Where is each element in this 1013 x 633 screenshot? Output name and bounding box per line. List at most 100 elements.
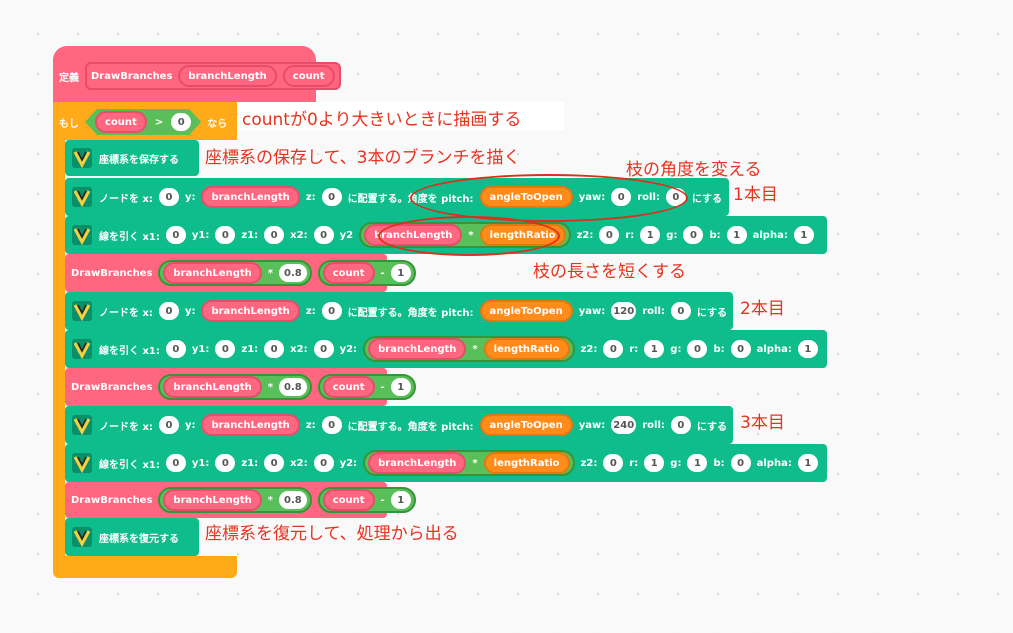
node-block-3[interactable]: ノードを x: 0 y: branchLength z: 0 に配置する。角度を… <box>65 406 733 444</box>
annotation-if-note: countが0より大きいときに描画する <box>242 110 522 130</box>
y-label: y: <box>184 419 196 431</box>
param-branchLength[interactable]: branchLength <box>178 65 277 87</box>
angleToOpen-variable[interactable]: angleToOpen <box>479 300 573 322</box>
z1-label: z1: <box>241 229 259 241</box>
node-block-2[interactable]: ノードを x: 0 y: branchLength z: 0 に配置する。角度を… <box>65 292 733 330</box>
x2-input[interactable]: 0 <box>313 340 334 358</box>
decrement-input[interactable]: 1 <box>390 491 411 509</box>
multiply-operator[interactable]: branchLength * 0.8 <box>158 374 312 400</box>
roll-input[interactable]: 0 <box>670 416 691 434</box>
g-input[interactable]: 1 <box>687 454 708 472</box>
z-input[interactable]: 0 <box>321 188 342 206</box>
b-input[interactable]: 1 <box>726 226 747 244</box>
annotation-bg <box>238 102 564 130</box>
line-block-2[interactable]: 線を引く x1: 0 y1: 0 z1: 0 x2: 0 y2: branchL… <box>65 330 827 368</box>
multiply-operator[interactable]: branchLength * 0.8 <box>158 260 312 286</box>
branchLength-arg[interactable]: branchLength <box>163 262 262 284</box>
yaw-input[interactable]: 120 <box>611 302 637 320</box>
decrement-input[interactable]: 1 <box>390 378 411 396</box>
line-block-3[interactable]: 線を引く x1: 0 y1: 0 z1: 0 x2: 0 y2: branchL… <box>65 444 827 482</box>
b-input[interactable]: 0 <box>730 454 751 472</box>
branchLength-arg[interactable]: branchLength <box>163 376 262 398</box>
x1-input[interactable]: 0 <box>165 226 186 244</box>
recursive-call-block-3[interactable]: DrawBranches branchLength * 0.8 count - … <box>65 482 416 518</box>
branchLength-arg[interactable]: branchLength <box>201 300 300 322</box>
param-count[interactable]: count <box>282 65 335 87</box>
pop-matrix-block[interactable]: 座標系を復元する <box>65 518 199 556</box>
g-input[interactable]: 0 <box>687 340 708 358</box>
count-arg[interactable]: count <box>322 262 375 284</box>
z-label: z: <box>305 305 316 317</box>
b-label: b: <box>713 343 725 355</box>
lengthRatio-variable[interactable]: lengthRatio <box>483 452 570 474</box>
multiply-operator[interactable]: branchLength * lengthRatio <box>363 336 575 362</box>
z1-input[interactable]: 0 <box>264 340 285 358</box>
recursive-call-block-1[interactable]: DrawBranches branchLength * 0.8 count - … <box>65 254 416 292</box>
subtract-operator[interactable]: count - 1 <box>317 260 416 286</box>
push-matrix-block[interactable]: 座標系を保存する <box>65 140 199 176</box>
x1-input[interactable]: 0 <box>165 454 186 472</box>
subtract-operator[interactable]: count - 1 <box>317 374 416 400</box>
count-arg[interactable]: count <box>95 111 147 133</box>
alpha-input[interactable]: 1 <box>797 454 818 472</box>
multiply-operator[interactable]: branchLength * lengthRatio <box>363 450 575 476</box>
branchLength-arg[interactable]: branchLength <box>368 452 467 474</box>
z2-input[interactable]: 0 <box>603 454 624 472</box>
annotation-push-note: 座標系の保存して、3本のブランチを描く <box>205 148 521 168</box>
end-label: にする <box>691 193 722 205</box>
z-label: z: <box>305 419 316 431</box>
multiply-symbol: * <box>472 343 478 355</box>
yaw-input[interactable]: 240 <box>611 416 637 434</box>
x2-input[interactable]: 0 <box>313 226 334 244</box>
compare-value-input[interactable]: 0 <box>171 113 191 131</box>
ratio-input[interactable]: 0.8 <box>279 491 307 509</box>
define-prototype[interactable]: DrawBranches branchLength count <box>85 62 341 90</box>
subtract-operator[interactable]: count - 1 <box>317 487 416 513</box>
branchLength-arg[interactable]: branchLength <box>201 186 300 208</box>
z2-label: z2: <box>580 343 598 355</box>
greater-than-condition[interactable]: count > 0 <box>85 109 201 135</box>
count-arg[interactable]: count <box>322 376 375 398</box>
extension-icon <box>72 301 92 322</box>
x-input[interactable]: 0 <box>158 302 179 320</box>
count-arg[interactable]: count <box>322 489 375 511</box>
lengthRatio-variable[interactable]: lengthRatio <box>483 338 570 360</box>
r-input[interactable]: 1 <box>644 340 665 358</box>
ratio-input[interactable]: 0.8 <box>279 264 307 282</box>
r-input[interactable]: 1 <box>640 226 661 244</box>
z2-input[interactable]: 0 <box>603 340 624 358</box>
decrement-input[interactable]: 1 <box>390 264 411 282</box>
z-label: z: <box>305 191 316 203</box>
x-input[interactable]: 0 <box>158 188 179 206</box>
roll-input[interactable]: 0 <box>670 302 691 320</box>
ratio-input[interactable]: 0.8 <box>279 378 307 396</box>
alpha-input[interactable]: 1 <box>797 340 818 358</box>
b-input[interactable]: 0 <box>730 340 751 358</box>
call-name: DrawBranches <box>71 267 153 279</box>
z1-input[interactable]: 0 <box>264 226 285 244</box>
recursive-call-block-2[interactable]: DrawBranches branchLength * 0.8 count - … <box>65 368 416 406</box>
x-input[interactable]: 0 <box>158 416 179 434</box>
z2-input[interactable]: 0 <box>599 226 620 244</box>
y2-label: y2: <box>339 457 358 469</box>
x2-input[interactable]: 0 <box>313 454 334 472</box>
y1-input[interactable]: 0 <box>215 226 236 244</box>
operator-gt: > <box>154 116 164 128</box>
z1-label: z1: <box>241 343 259 355</box>
x1-input[interactable]: 0 <box>165 340 186 358</box>
y1-input[interactable]: 0 <box>215 340 236 358</box>
branchLength-arg[interactable]: branchLength <box>368 338 467 360</box>
branchLength-arg[interactable]: branchLength <box>163 489 262 511</box>
multiply-operator[interactable]: branchLength * 0.8 <box>158 487 312 513</box>
z-input[interactable]: 0 <box>321 302 342 320</box>
z-input[interactable]: 0 <box>321 416 342 434</box>
z1-label: z1: <box>241 457 259 469</box>
alpha-input[interactable]: 1 <box>793 226 814 244</box>
r-input[interactable]: 1 <box>644 454 665 472</box>
y1-input[interactable]: 0 <box>215 454 236 472</box>
g-input[interactable]: 0 <box>683 226 704 244</box>
branchLength-arg[interactable]: branchLength <box>201 414 300 436</box>
angleToOpen-variable[interactable]: angleToOpen <box>479 414 573 436</box>
z1-input[interactable]: 0 <box>264 454 285 472</box>
extension-icon <box>72 415 92 436</box>
